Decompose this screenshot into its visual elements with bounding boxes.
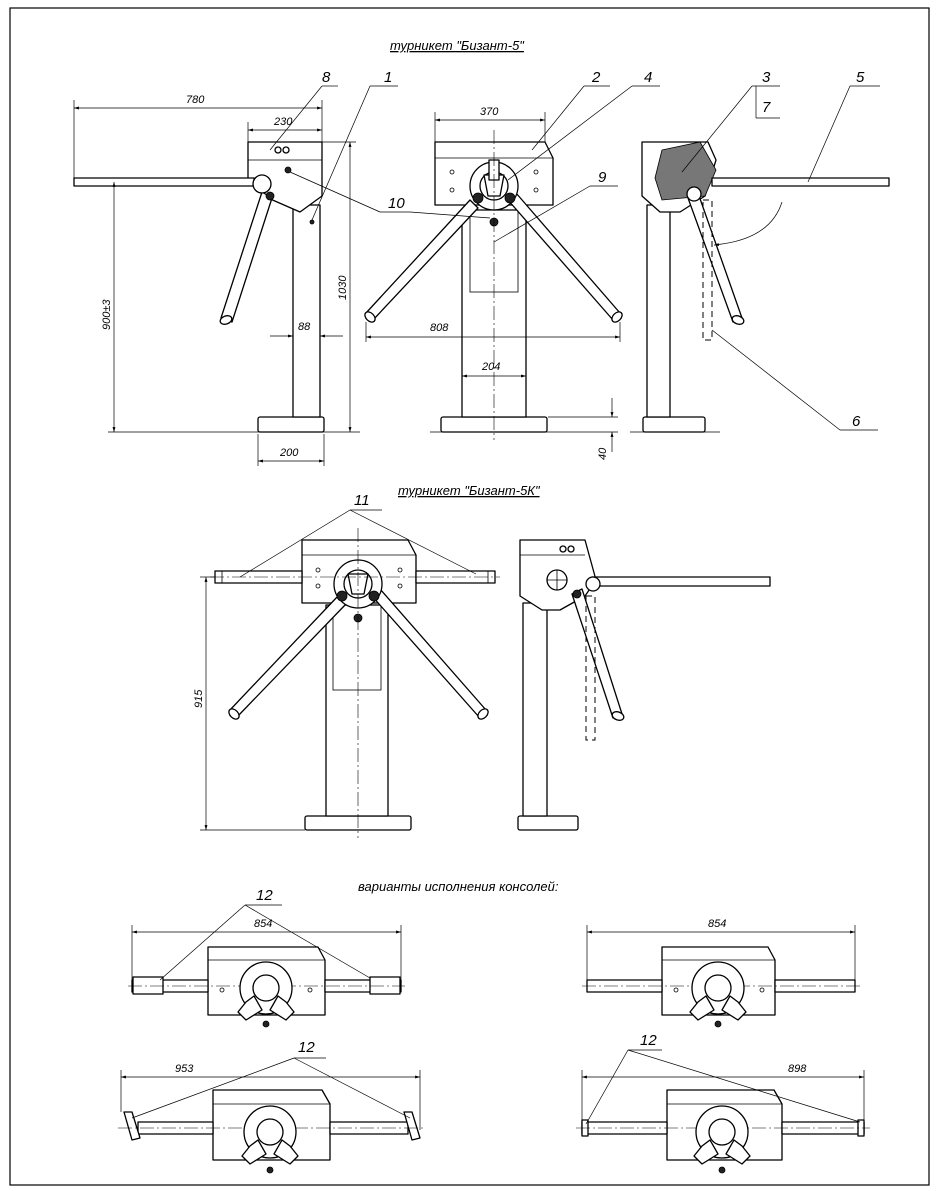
- callout-12-a: 12: [159, 887, 371, 981]
- dim-204: 204: [481, 361, 500, 373]
- pos-10: 10: [388, 195, 405, 212]
- variant-a: [128, 946, 405, 1028]
- dim-88: 88: [298, 321, 311, 333]
- pos-12-a: 12: [256, 887, 273, 904]
- pos-5: 5: [856, 69, 865, 86]
- variant-c: [118, 1089, 425, 1174]
- pos-9: 9: [598, 169, 607, 186]
- dim-40: 40: [597, 447, 609, 460]
- pos-2: 2: [591, 69, 601, 86]
- title-bizant-5: турникет "Бизант-5": [390, 38, 525, 53]
- dim-854-b: 854: [708, 918, 726, 930]
- dim-898: 898: [788, 1063, 807, 1075]
- dim-808: 808: [430, 322, 449, 334]
- dim-1030: 1030: [337, 275, 349, 300]
- dim-953: 953: [175, 1063, 194, 1075]
- dims-variant-a: 854: [131, 918, 402, 980]
- pos-4: 4: [644, 69, 652, 86]
- dim-900: 900±3: [101, 299, 113, 330]
- dim-915: 915: [193, 689, 205, 708]
- variant-b: [582, 946, 860, 1028]
- view-5k-front: [210, 528, 500, 838]
- pos-3: 3: [762, 69, 771, 86]
- dim-370: 370: [480, 106, 499, 118]
- variant-d: [576, 1089, 870, 1174]
- sheet-frame: [9, 7, 930, 1186]
- callout-12-b: 12: [585, 1032, 861, 1125]
- view-front-center: [364, 130, 623, 440]
- dims-front-center: 370 808 204 40: [365, 106, 621, 460]
- pos-7: 7: [762, 99, 771, 116]
- pos-1: 1: [384, 69, 392, 86]
- pos-11: 11: [354, 492, 370, 509]
- dim-854-a: 854: [254, 918, 272, 930]
- view-5k-side: [517, 539, 771, 831]
- pos-12-b: 12: [640, 1032, 657, 1049]
- dim-230: 230: [273, 116, 293, 128]
- dims-variant-d: 898: [581, 1063, 865, 1120]
- dims-variant-c: 953: [120, 1063, 421, 1130]
- pos-6: 6: [852, 413, 861, 430]
- title-bizant-5k: турникет "Бизант-5К": [398, 483, 541, 498]
- pos-8: 8: [322, 69, 331, 86]
- dim-780: 780: [186, 94, 205, 106]
- callout-11: 11: [239, 492, 477, 578]
- callout-12-c: 12: [131, 1039, 411, 1119]
- dims-variant-b: 854: [586, 918, 856, 980]
- dim-200: 200: [279, 447, 299, 459]
- pos-12-c: 12: [298, 1039, 315, 1056]
- callouts-top: 8 1 10 2 4 9 3 7 5 6: [269, 69, 880, 431]
- dims-side-left: 780 230 900±3 1030 88 200: [73, 94, 356, 466]
- title-variants: варианты исполнения консолей:: [358, 879, 559, 894]
- view-side-right: [630, 141, 890, 433]
- view-side-left: [73, 141, 360, 433]
- dims-5k-front: 915: [193, 576, 305, 831]
